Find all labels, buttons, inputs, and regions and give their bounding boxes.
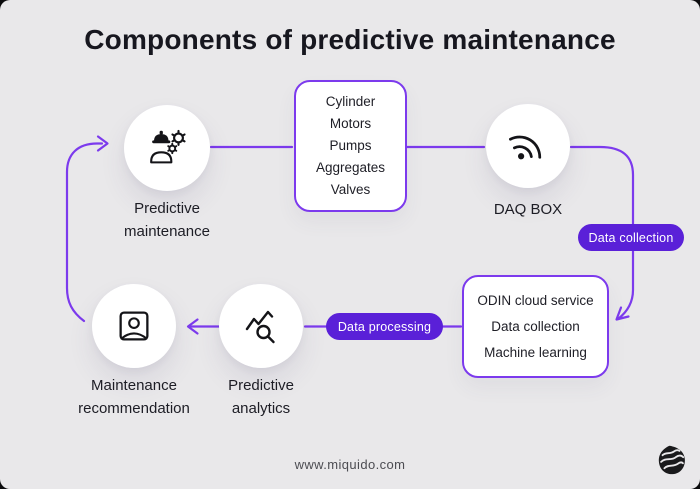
label-line: DAQ BOX xyxy=(493,201,563,218)
components-box: Cylinder Motors Pumps Aggregates Valves xyxy=(294,80,407,212)
box-item: Motors xyxy=(329,116,372,131)
box-item: Machine learning xyxy=(484,344,587,360)
node-predictive-maintenance xyxy=(124,105,210,191)
arrowhead-into-odin-box xyxy=(615,306,630,321)
footer-url: www.miquido.com xyxy=(294,457,406,472)
box-item: Cylinder xyxy=(325,94,376,109)
label-predictive-maintenance: Predictive maintenance xyxy=(77,197,257,243)
box-item: ODIN cloud service xyxy=(477,292,594,308)
odin-box: ODIN cloud service Data collection Machi… xyxy=(462,275,609,378)
connector-daq-to-odin xyxy=(569,145,635,321)
arrowhead-into-predictive-maintenance xyxy=(96,135,109,152)
miquido-logo xyxy=(658,445,685,475)
connector-loop-left xyxy=(65,142,104,323)
label-daq-box: DAQ BOX xyxy=(438,198,618,221)
label-line: Predictive xyxy=(228,377,294,394)
box-item: Pumps xyxy=(329,138,372,153)
box-item: Valves xyxy=(330,182,371,197)
label-line: Predictive xyxy=(134,200,200,217)
label-line: maintenance xyxy=(124,223,210,240)
label-predictive-analytics: Predictive analytics xyxy=(171,374,351,420)
label-line: recommendation xyxy=(78,400,190,417)
signal-icon xyxy=(509,135,542,160)
engineer-gears-icon xyxy=(150,129,186,164)
label-line: Maintenance xyxy=(91,377,177,394)
node-maintenance-recommendation xyxy=(92,284,176,368)
badge-data-collection: Data collection xyxy=(578,224,684,251)
box-item: Data collection xyxy=(491,318,580,334)
badge-data-processing: Data processing xyxy=(326,313,443,340)
page-title: Components of predictive maintenance xyxy=(84,24,616,55)
node-predictive-analytics xyxy=(219,284,303,368)
arrowhead-into-maintenance-recommendation xyxy=(186,318,199,335)
node-daq-box xyxy=(486,104,570,188)
label-line: analytics xyxy=(231,400,291,417)
chart-magnifier-icon xyxy=(245,310,275,344)
portrait-icon xyxy=(119,311,149,341)
label-maintenance-recommendation: Maintenance recommendation xyxy=(34,374,234,420)
box-item: Aggregates xyxy=(315,160,386,175)
